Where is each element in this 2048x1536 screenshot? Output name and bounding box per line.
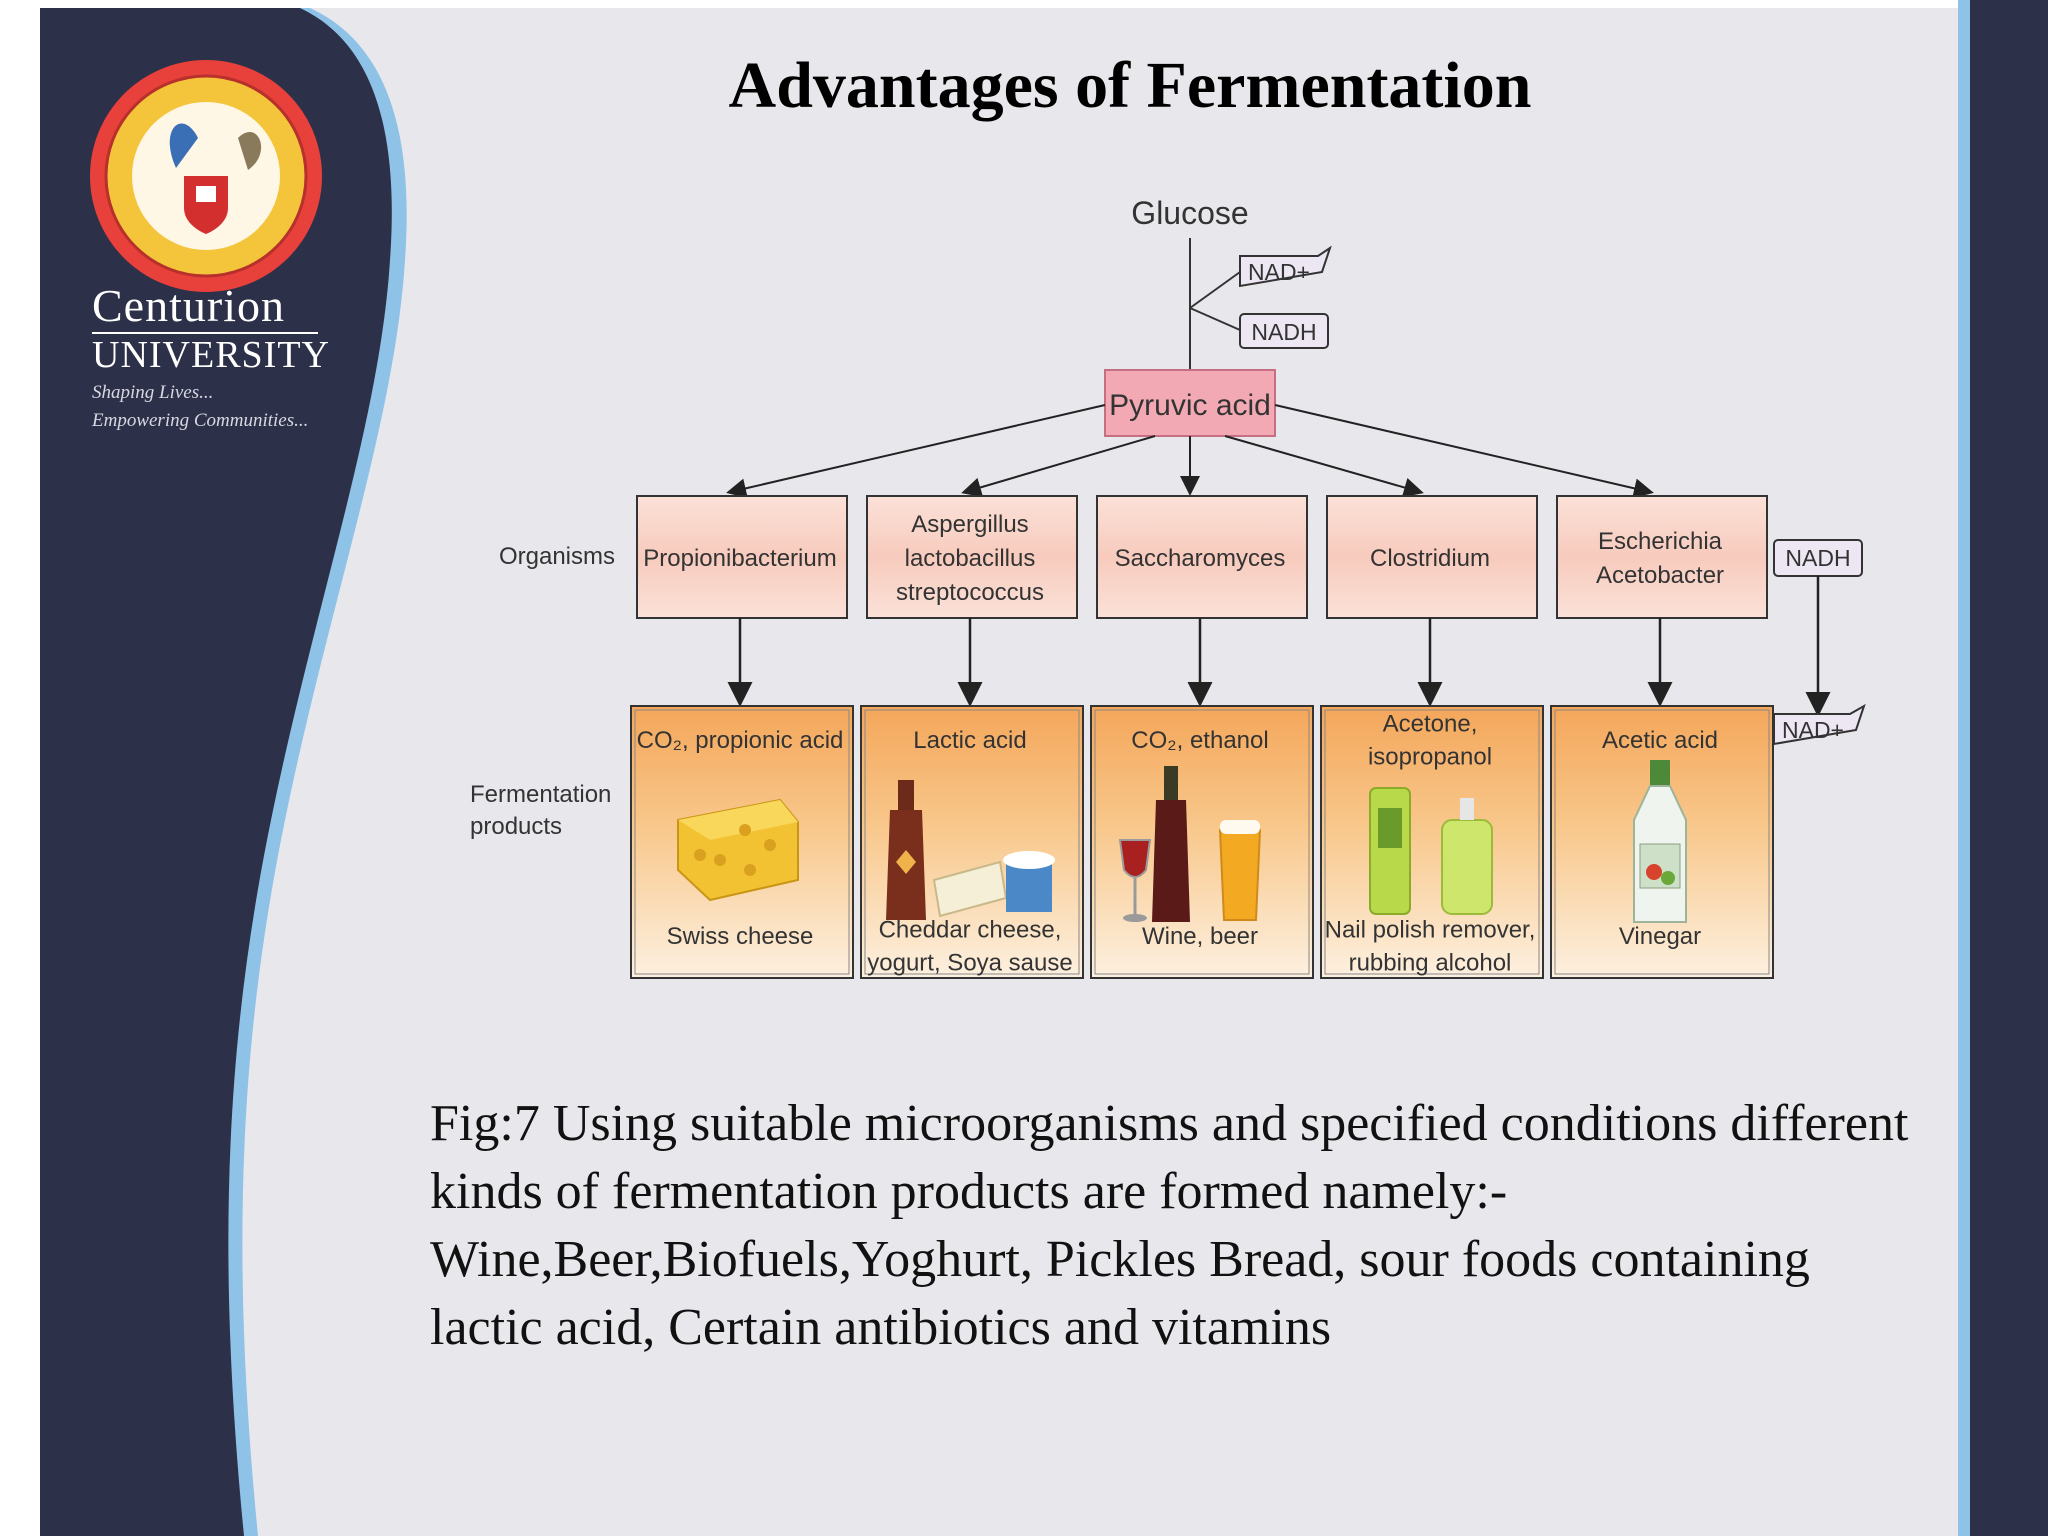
organism-box bbox=[866, 495, 1078, 619]
sauce-bottle-cheese-yogurt-icon bbox=[886, 780, 1055, 920]
product-chemical: Lactic acid bbox=[913, 727, 1026, 754]
nadh-tag bbox=[1239, 313, 1329, 349]
product-box-inner bbox=[1554, 709, 1770, 975]
university-name: Centurion bbox=[92, 280, 285, 331]
product-example: Cheddar cheese, bbox=[879, 917, 1062, 944]
pyruvic-acid-label: Pyruvic acid bbox=[1109, 389, 1271, 422]
organism-name: Escherichia bbox=[1598, 528, 1723, 555]
university-word: UNIVERSITY bbox=[92, 334, 330, 376]
glucose-label: Glucose bbox=[1131, 195, 1248, 231]
nad-plus-label: NAD+ bbox=[1248, 259, 1310, 285]
organism-box bbox=[636, 495, 848, 619]
organism-row: Propionibacterium Aspergillus lactobacillu… bbox=[636, 495, 1768, 707]
organism-box bbox=[1326, 495, 1538, 619]
side-nad-plus-tag bbox=[1773, 703, 1866, 746]
side-nad-plus-label: NAD+ bbox=[1782, 717, 1844, 743]
tagline-line-2: Empowering Communities... bbox=[92, 410, 309, 431]
products-row-label-1: Fermentation bbox=[470, 781, 611, 808]
arrow-to-organism-2 bbox=[961, 435, 1156, 498]
organism-name: Clostridium bbox=[1370, 545, 1490, 572]
organism-name: Aspergillus bbox=[911, 511, 1028, 538]
organism-name: streptococcus bbox=[896, 579, 1044, 606]
products-row-label-2: products bbox=[470, 813, 562, 840]
nad-branch bbox=[1189, 271, 1241, 331]
arrow-to-organism-1 bbox=[726, 404, 1106, 499]
product-box-inner bbox=[1094, 709, 1310, 975]
solvent-bottles-icon bbox=[1369, 787, 1493, 915]
product-chemical: isopropanol bbox=[1368, 744, 1492, 771]
product-chemical: CO₂, ethanol bbox=[1131, 727, 1268, 754]
organisms-row-label: Organisms bbox=[499, 543, 615, 570]
arrow-to-organism-5 bbox=[1274, 404, 1654, 499]
product-box-inner bbox=[1324, 709, 1540, 975]
figure-caption: Fig:7 Using suitable microorganisms and … bbox=[430, 1095, 1909, 1356]
logo-divider bbox=[92, 332, 318, 334]
product-box-inner bbox=[634, 709, 850, 975]
organism-box bbox=[1556, 495, 1768, 619]
product-example: Nail polish remover, bbox=[1325, 917, 1536, 944]
nad-plus-tag bbox=[1239, 245, 1332, 288]
product-example: Vinegar bbox=[1619, 923, 1701, 950]
nadh-label: NADH bbox=[1251, 319, 1316, 345]
product-chemical: CO₂, propionic acid bbox=[637, 727, 844, 754]
product-example: Swiss cheese bbox=[667, 923, 814, 950]
organism-name: Saccharomyces bbox=[1115, 545, 1286, 572]
product-chemical: Acetic acid bbox=[1602, 727, 1718, 754]
product-chemical: Acetone, bbox=[1383, 711, 1478, 738]
tagline-line-1: Shaping Lives... bbox=[92, 382, 214, 403]
organism-name: Propionibacterium bbox=[643, 545, 836, 572]
organism-box bbox=[1096, 495, 1308, 619]
product-box-inner bbox=[864, 709, 1080, 975]
product-box bbox=[1320, 705, 1544, 979]
product-example: rubbing alcohol bbox=[1349, 950, 1512, 977]
organism-name: lactobacillus bbox=[905, 545, 1036, 572]
organism-name: Acetobacter bbox=[1596, 562, 1724, 589]
wine-beer-icon bbox=[1118, 766, 1262, 922]
arrow-to-organism-4 bbox=[1224, 435, 1424, 498]
university-emblem bbox=[90, 60, 322, 292]
side-nadh-label: NADH bbox=[1785, 545, 1850, 571]
fermentation-diagram: Glucose NAD+ NADH Pyruvic acid Organisms… bbox=[470, 195, 1866, 979]
cheese-icon bbox=[677, 798, 799, 902]
vinegar-bottle-icon bbox=[1633, 760, 1687, 923]
slide-title: Advantages of Fermentation bbox=[728, 49, 1532, 122]
product-example: yogurt, Soya sause bbox=[867, 950, 1072, 977]
product-example: Wine, beer bbox=[1142, 923, 1258, 950]
